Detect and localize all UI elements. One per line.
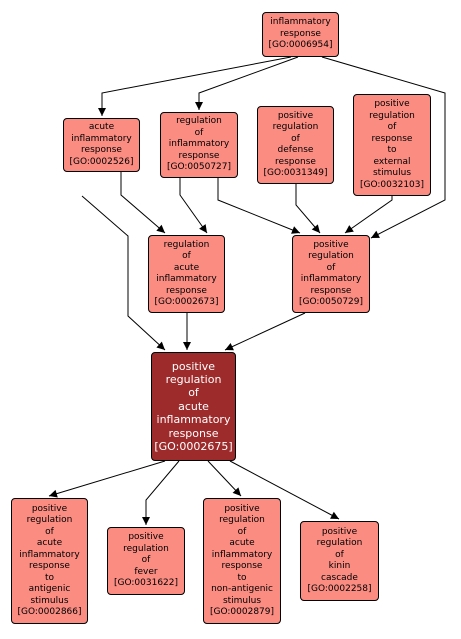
edge-n32103-to-n50729	[344, 196, 393, 234]
edge-line	[224, 312, 306, 351]
node-positive-regulation-of-response-to-external-stimulus[interactable]: positive regulation of response to exter…	[353, 94, 431, 196]
node-label: positive regulation of acute inflammator…	[17, 503, 82, 618]
node-label: positive regulation of fever [GO:0031622…	[113, 532, 179, 589]
edge-line	[344, 196, 393, 234]
edge-n2675-to-n2879	[207, 460, 242, 497]
arrowhead	[195, 102, 203, 110]
node-label: positive regulation of acute inflammator…	[209, 503, 275, 618]
edge-line	[217, 178, 301, 234]
node-inflammatory-response[interactable]: inflammatory response [GO:0006954]	[262, 12, 339, 57]
node-label: regulation of acute inflammatory respons…	[154, 239, 219, 308]
node-positive-regulation-of-defense-response[interactable]: positive regulation of defense response …	[257, 106, 334, 184]
node-positive-regulation-of-acute-inflammatory-response[interactable]: positive regulation of acute inflammator…	[151, 352, 236, 461]
arrowhead	[183, 342, 191, 350]
node-positive-regulation-of-acute-inflammatory-response-to-non-antigenic-stimulus[interactable]: positive regulation of acute inflammator…	[203, 498, 281, 624]
arrowhead	[345, 225, 354, 233]
node-label: positive regulation of inflammatory resp…	[298, 239, 364, 308]
edge-line	[229, 460, 340, 520]
arrowhead	[225, 343, 234, 351]
arrowhead	[291, 226, 300, 234]
node-positive-regulation-of-inflammatory-response[interactable]: positive regulation of inflammatory resp…	[292, 235, 370, 313]
edge-line	[321, 56, 446, 239]
edge-n2675-to-n31622	[142, 460, 180, 525]
node-regulation-of-acute-inflammatory-response[interactable]: regulation of acute inflammatory respons…	[148, 235, 225, 313]
arrowhead	[98, 108, 106, 116]
edge-line	[207, 460, 242, 497]
edge-n2675-to-n2866	[48, 460, 166, 498]
arrowhead	[142, 517, 150, 525]
edge-n6954-to-n2526	[98, 56, 292, 116]
edge-n50727-to-n2673	[179, 178, 208, 234]
node-label: acute inflammatory response [GO:0002526]	[69, 122, 134, 167]
edge-line	[120, 172, 166, 234]
node-positive-regulation-of-kinin-cascade[interactable]: positive regulation of kinin cascade [GO…	[300, 521, 379, 601]
arrowhead	[330, 511, 339, 519]
node-regulation-of-inflammatory-response[interactable]: regulation of inflammatory response [GO:…	[160, 112, 238, 178]
node-label: positive regulation of response to exter…	[359, 99, 425, 190]
node-label: inflammatory response [GO:0006954]	[268, 17, 333, 51]
node-label: positive regulation of kinin cascade [GO…	[307, 526, 372, 595]
arrowhead	[199, 224, 207, 233]
edge-line	[179, 178, 208, 234]
edge-n2526-to-n2673	[120, 172, 166, 234]
edge-line	[48, 460, 166, 497]
arrowhead	[371, 230, 380, 238]
edge-n50729-to-n2675	[224, 312, 306, 351]
edge-n31349-to-n50729	[295, 184, 321, 234]
node-label: positive regulation of acute inflammator…	[154, 359, 233, 454]
arrowhead	[156, 341, 165, 350]
node-acute-inflammatory-response[interactable]: acute inflammatory response [GO:0002526]	[63, 118, 140, 172]
arrowhead	[232, 487, 241, 496]
arrowhead	[311, 224, 320, 233]
edge-n2673-to-n2675	[183, 313, 191, 350]
edge-n50727-to-n50729	[217, 178, 301, 234]
arrowhead	[49, 489, 58, 498]
edge-n6954-to-n50727	[195, 56, 299, 110]
node-label: positive regulation of defense response …	[263, 110, 328, 179]
edge-n2526-to-n2675	[81, 195, 166, 351]
node-positive-regulation-of-acute-inflammatory-response-to-antigenic-stimulus[interactable]: positive regulation of acute inflammator…	[11, 498, 88, 624]
node-label: regulation of inflammatory response [GO:…	[166, 116, 232, 173]
node-positive-regulation-of-fever[interactable]: positive regulation of fever [GO:0031622…	[107, 527, 185, 595]
edge-line	[81, 195, 166, 351]
edge-n6954-to-n50729	[321, 56, 446, 239]
edge-line	[145, 460, 180, 525]
edge-n2675-to-n2258	[229, 460, 340, 520]
edge-line	[295, 184, 321, 234]
arrowhead	[156, 224, 165, 233]
